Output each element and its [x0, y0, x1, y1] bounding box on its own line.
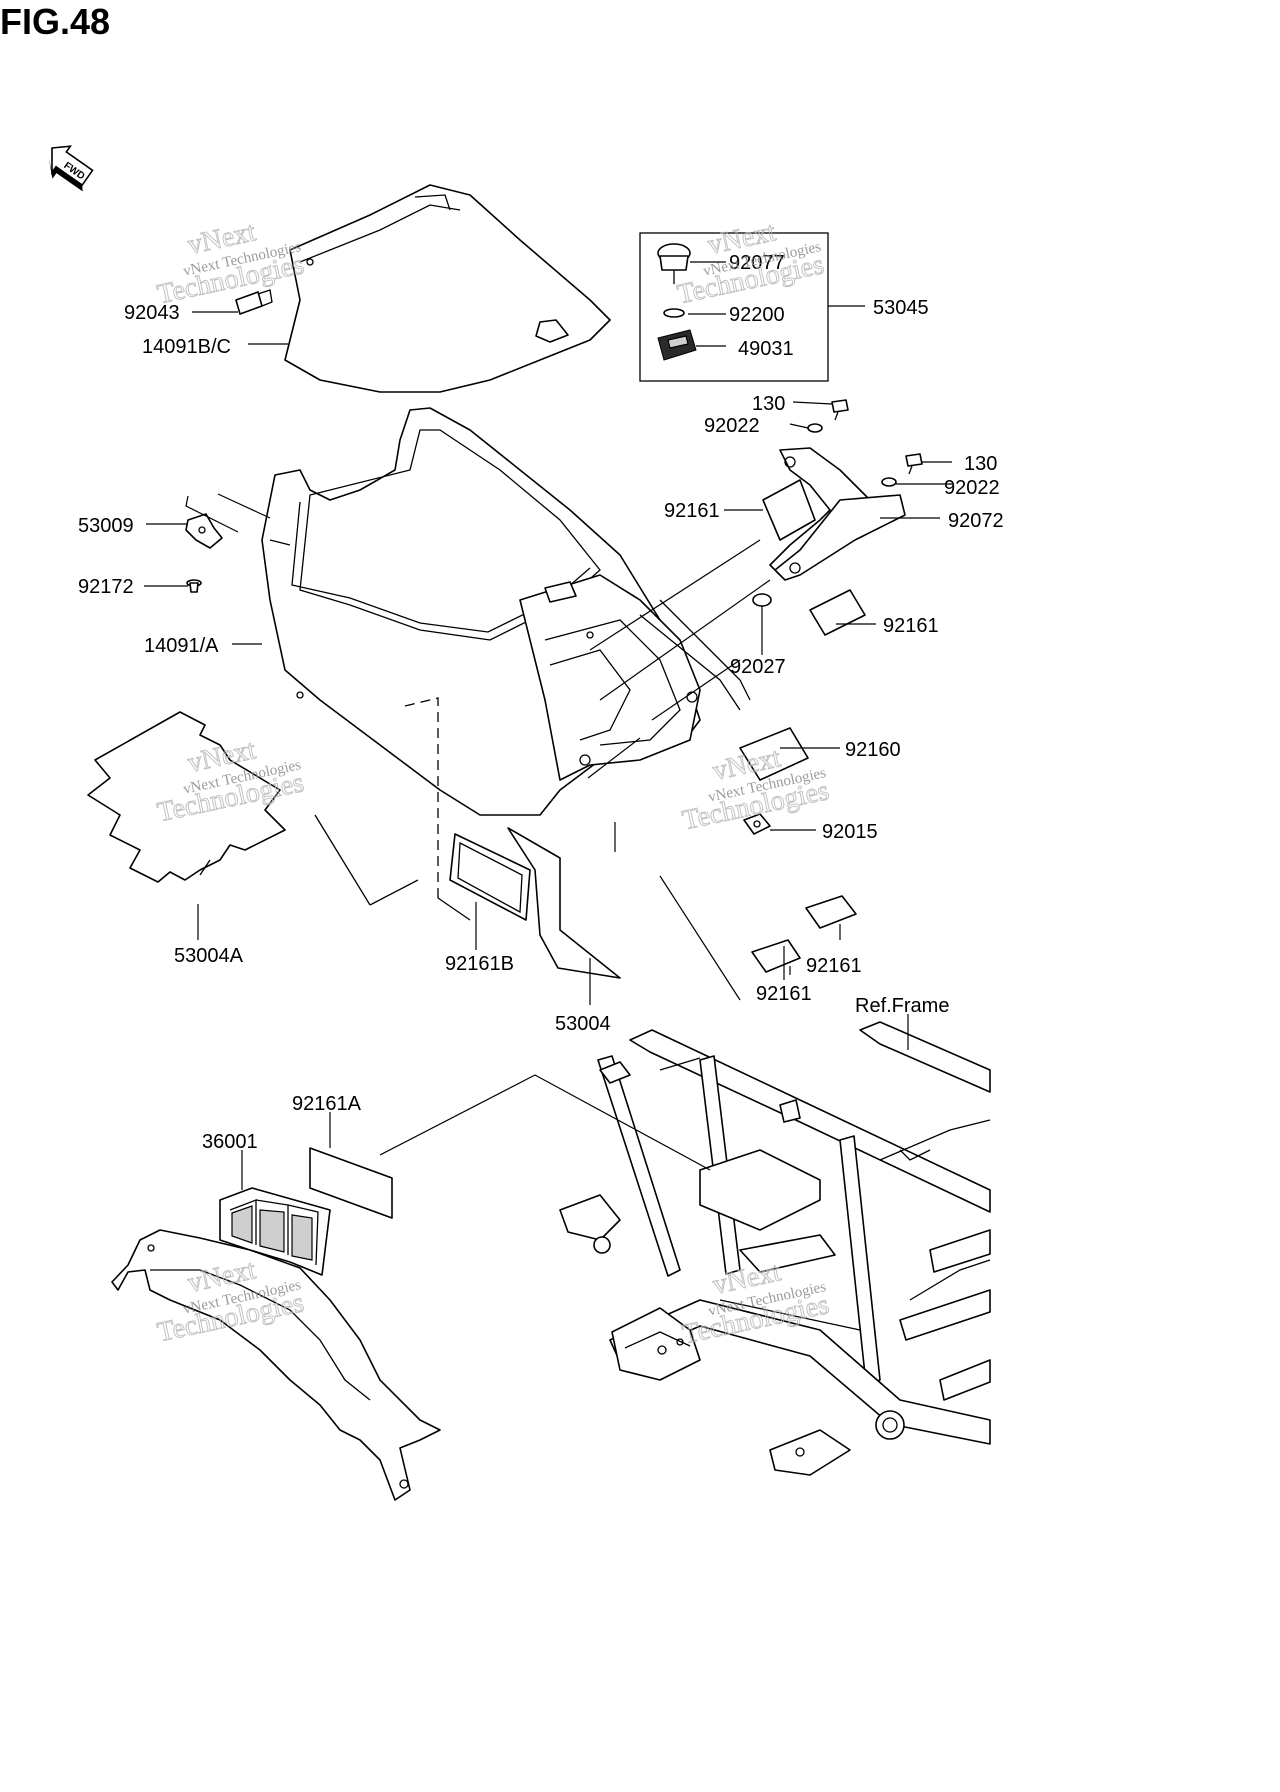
label-53045: 53045	[873, 297, 929, 319]
leader-lines	[144, 261, 952, 1190]
label-92200: 92200	[729, 304, 785, 326]
label-92160: 92160	[845, 739, 901, 761]
pad-53004a-part	[87, 711, 286, 883]
figure-title: FIG.48	[0, 1, 110, 42]
label-130-a: 130	[752, 393, 785, 415]
panel-53004-part	[507, 827, 621, 979]
label-92161-a: 92161	[664, 500, 720, 522]
fwd-arrow-icon: FWD	[48, 145, 94, 192]
label-14091bc: 14091B/C	[142, 336, 231, 358]
label-92161-b-part	[809, 589, 866, 636]
switch-49031-icon	[657, 329, 697, 361]
upper-cover-part	[284, 184, 611, 393]
label-92027: 92027	[730, 656, 786, 678]
clip-92043-part	[235, 289, 273, 315]
washer-92022-a-icon	[807, 423, 823, 433]
label-92022-a: 92022	[704, 415, 760, 437]
label-92160-part	[739, 727, 809, 781]
label-36001: 36001	[202, 1131, 258, 1153]
label-92161a: 92161A	[292, 1093, 362, 1115]
label-92172: 92172	[78, 576, 134, 598]
label-49031: 49031	[738, 338, 794, 360]
label-14091a: 14091/A	[144, 635, 219, 657]
label-92161-d-part	[805, 895, 857, 929]
clip-53009-part	[185, 513, 223, 549]
frame-part	[559, 1021, 991, 1476]
kit-box-53045	[639, 232, 829, 382]
label-92161-c-part	[751, 939, 801, 973]
label-92161-a-part	[762, 479, 816, 541]
washer-92200-icon	[663, 308, 685, 318]
bolt-130-a-icon	[831, 399, 849, 421]
label-130-b: 130	[964, 453, 997, 475]
button-92077-icon	[657, 243, 691, 284]
label-53004a: 53004A	[174, 945, 244, 967]
main-panel-part	[261, 407, 751, 816]
label-92072: 92072	[948, 510, 1004, 532]
screw-92172-part	[186, 579, 202, 593]
air-duct-36001-part	[111, 1187, 441, 1501]
bolt-130-b-icon	[905, 453, 923, 475]
label-53009: 53009	[78, 515, 134, 537]
label-92043: 92043	[124, 302, 180, 324]
label-92161-c: 92161	[756, 983, 812, 1005]
nut-92015-part	[743, 813, 771, 835]
label-92161b-part	[449, 833, 531, 921]
label-92161b: 92161B	[445, 953, 514, 975]
label-92015: 92015	[822, 821, 878, 843]
label-53004: 53004	[555, 1013, 611, 1035]
bracket-92072-part	[769, 447, 906, 581]
label-ref-frame: Ref.Frame	[855, 995, 949, 1017]
label-92077: 92077	[729, 252, 785, 274]
washer-92027-icon	[752, 593, 772, 607]
washer-92022-b-icon	[881, 477, 897, 487]
label-92161-d: 92161	[806, 955, 862, 977]
label-92161a-part	[309, 1147, 393, 1219]
part-labels: 92043 14091B/C 92077 92200 49031 53045 1…	[78, 252, 1004, 1153]
label-92022-b: 92022	[944, 477, 1000, 499]
label-92161-b: 92161	[883, 615, 939, 637]
